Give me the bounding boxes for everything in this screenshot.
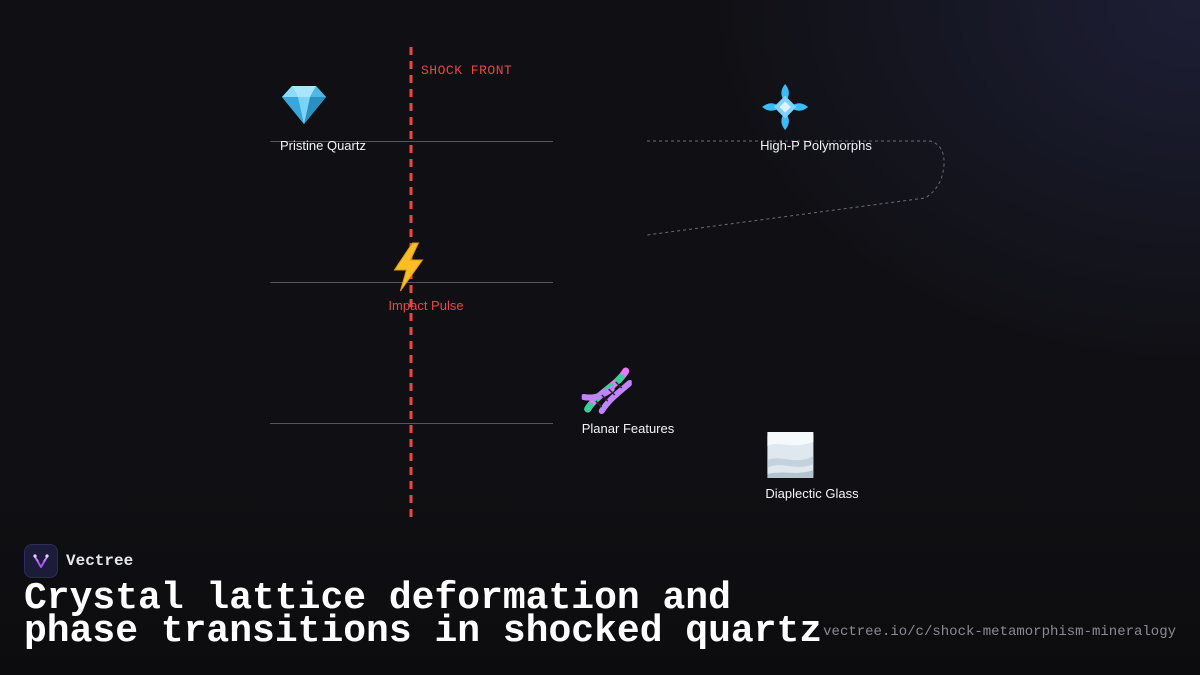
node-diaplectic-glass: Diaplectic Glass [765, 430, 859, 502]
node-high-p-polymorphs: High-P Polymorphs [760, 82, 872, 154]
node-label: Diaplectic Glass [765, 486, 859, 501]
brand: Vectree [24, 544, 133, 578]
node-label: Pristine Quartz [280, 138, 366, 153]
diagram: SHOCK FRONT Pristine Quartz Impact Pulse [270, 47, 945, 518]
shock-front-label: SHOCK FRONT [421, 63, 513, 78]
diagram-lines [270, 47, 945, 518]
brand-name: Vectree [66, 552, 134, 570]
node-planar-features: Planar Features [581, 365, 675, 437]
gem-icon [282, 82, 351, 134]
source-url: vectree.io/c/shock-metamorphism-mineralo… [823, 624, 1176, 640]
node-label: High-P Polymorphs [760, 138, 872, 153]
node-pristine-quartz: Pristine Quartz [280, 82, 366, 154]
vectree-logo-icon [24, 544, 58, 578]
glass-block-icon [767, 430, 840, 482]
node-impact-pulse: Impact Pulse [388, 242, 464, 314]
polymorph-connector [646, 140, 945, 236]
headline-line-2: phase transitions in shocked quartz [24, 610, 823, 653]
headline-line-1: Crystal lattice deformation and [24, 577, 731, 620]
diamond-shape-icon [762, 82, 844, 134]
lightning-icon [393, 242, 454, 294]
page-title: Crystal lattice deformation and phase tr… [24, 577, 823, 653]
node-label: Planar Features [581, 421, 675, 436]
node-label: Impact Pulse [388, 298, 464, 313]
dna-icon [581, 365, 656, 417]
